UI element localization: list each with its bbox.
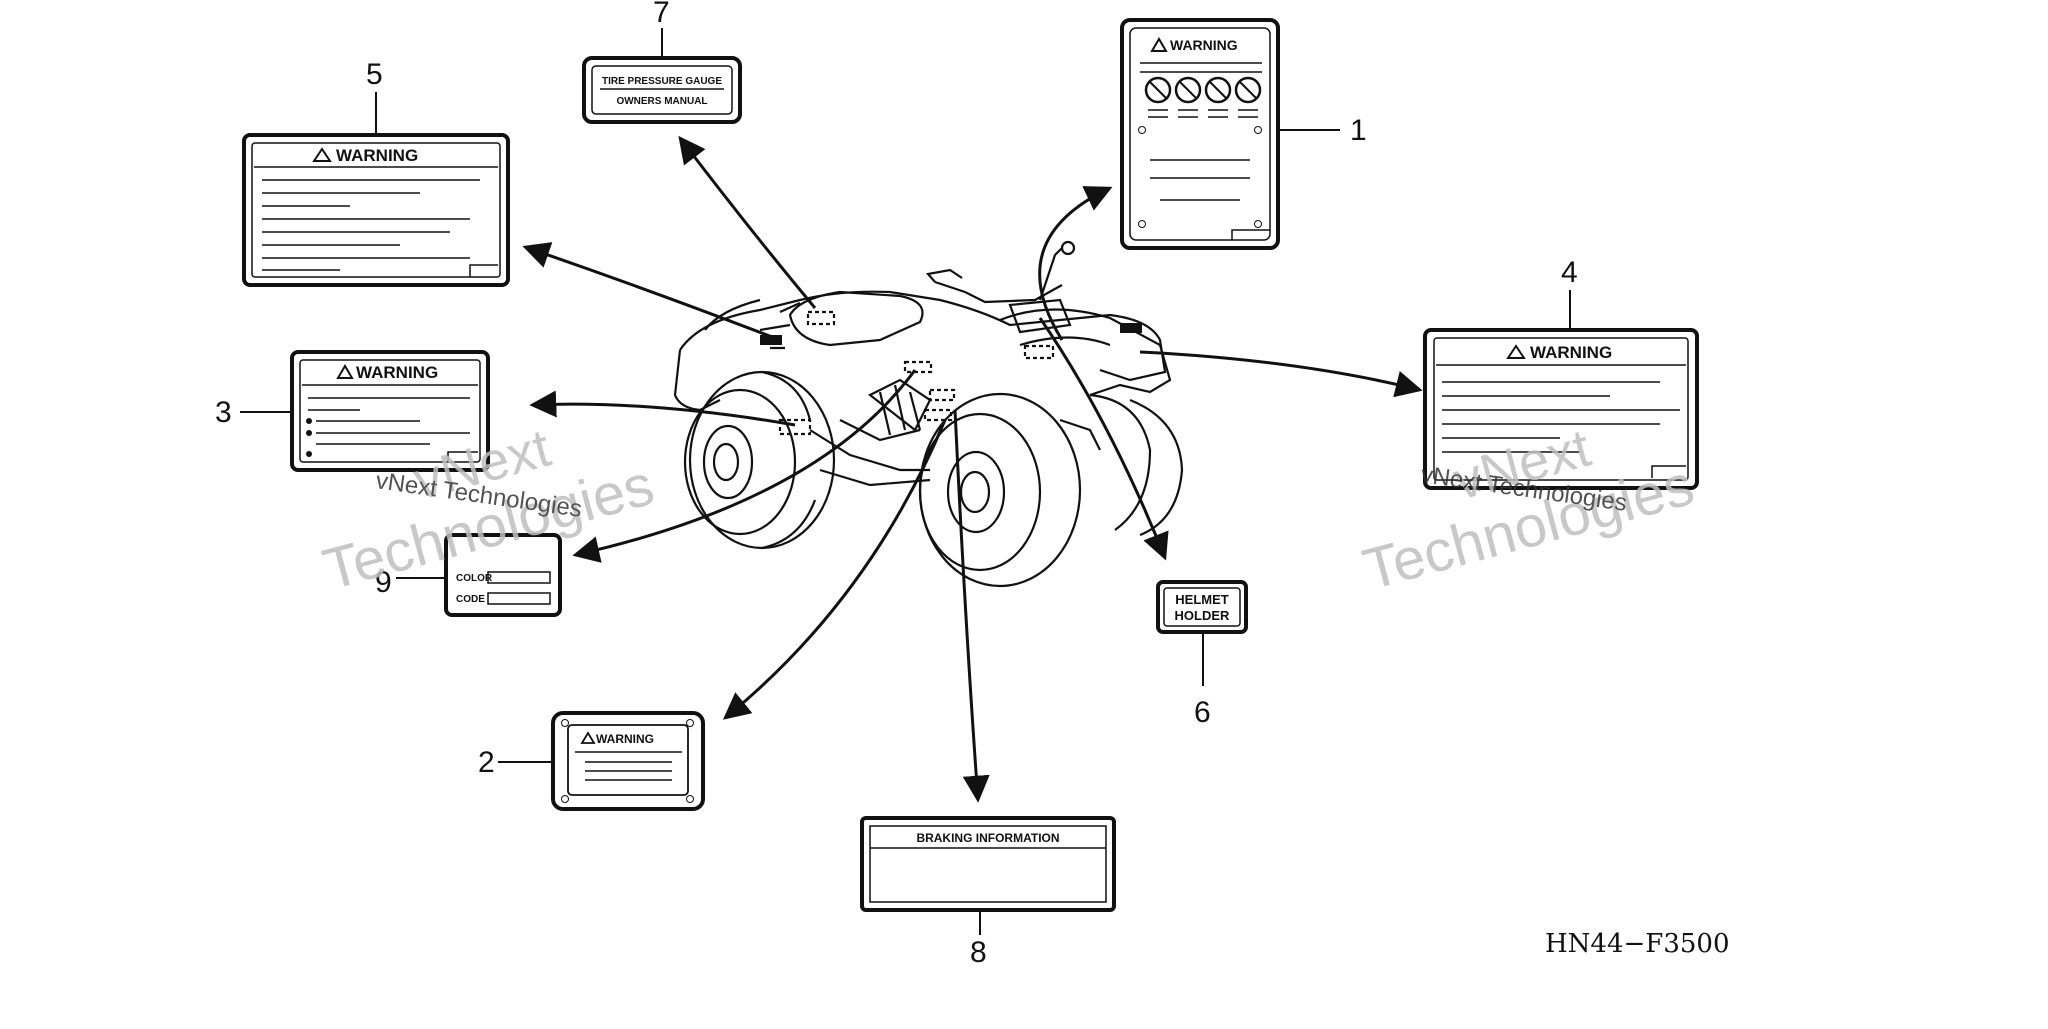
diagram-code: HN44−F3500 bbox=[1545, 929, 1730, 959]
arrow-label-8 bbox=[953, 409, 990, 803]
label-3-title: WARNING bbox=[356, 363, 438, 382]
label-6-line1: HELMET bbox=[1175, 592, 1229, 607]
callout-3: 3 bbox=[215, 396, 232, 429]
callout-7: 7 bbox=[653, 0, 670, 29]
arrow-label-9 bbox=[572, 369, 917, 563]
pictogram-4-icon bbox=[1234, 76, 1262, 104]
arrow-label-2 bbox=[722, 419, 947, 720]
callout-1: 1 bbox=[1350, 114, 1367, 147]
callout-2: 2 bbox=[478, 746, 495, 779]
label-2-warning: WARNING 2 bbox=[478, 711, 705, 811]
label-4-title: WARNING bbox=[1530, 343, 1612, 362]
arrow-label-1 bbox=[1038, 186, 1113, 341]
arrow-label-6 bbox=[1038, 317, 1169, 561]
callout-5: 5 bbox=[366, 58, 383, 91]
pictogram-1-icon bbox=[1144, 76, 1172, 104]
label-5-title: WARNING bbox=[336, 146, 418, 165]
arrow-label-7 bbox=[678, 135, 817, 309]
pictogram-3-icon bbox=[1204, 76, 1232, 104]
callout-6: 6 bbox=[1194, 696, 1211, 729]
label-8-braking-information: BRAKING INFORMATION 8 bbox=[860, 816, 1116, 969]
label-4-warning: WARNING 4 bbox=[1423, 256, 1699, 490]
arrow-label-5 bbox=[522, 242, 781, 342]
label-5-warning: WARNING 5 bbox=[242, 58, 510, 287]
label-8-title: BRAKING INFORMATION bbox=[916, 831, 1059, 845]
callout-9: 9 bbox=[375, 566, 392, 599]
label-2-title: WARNING bbox=[596, 732, 654, 746]
callout-8: 8 bbox=[970, 936, 987, 969]
atv-illustration bbox=[673, 240, 1184, 588]
arrow-label-3 bbox=[529, 390, 796, 427]
watermark-right: Technologies vNext vNext Technologies bbox=[1357, 418, 1701, 603]
label-7-line1: TIRE PRESSURE GAUGE bbox=[602, 76, 722, 87]
arrow-label-4 bbox=[1139, 350, 1423, 398]
label-9-field1: COLOR bbox=[456, 573, 493, 584]
pictogram-2-icon bbox=[1174, 76, 1202, 104]
label-9-field2: CODE bbox=[456, 594, 485, 605]
callout-4: 4 bbox=[1561, 256, 1578, 289]
label-3-warning: WARNING 3 bbox=[215, 350, 490, 472]
leader-arrows bbox=[522, 135, 1423, 803]
label-6-line2: HOLDER bbox=[1175, 608, 1231, 623]
label-7-line2: OWNERS MANUAL bbox=[616, 96, 707, 107]
label-1-warning: WARNING 1 bbox=[1120, 18, 1367, 250]
label-7-tire-pressure: TIRE PRESSURE GAUGE OWNERS MANUAL 7 bbox=[582, 0, 742, 124]
label-9-color-code: COLOR CODE 9 bbox=[375, 533, 562, 617]
label-6-helmet-holder: HELMET HOLDER 6 bbox=[1156, 580, 1248, 729]
label-1-title: WARNING bbox=[1170, 37, 1238, 53]
